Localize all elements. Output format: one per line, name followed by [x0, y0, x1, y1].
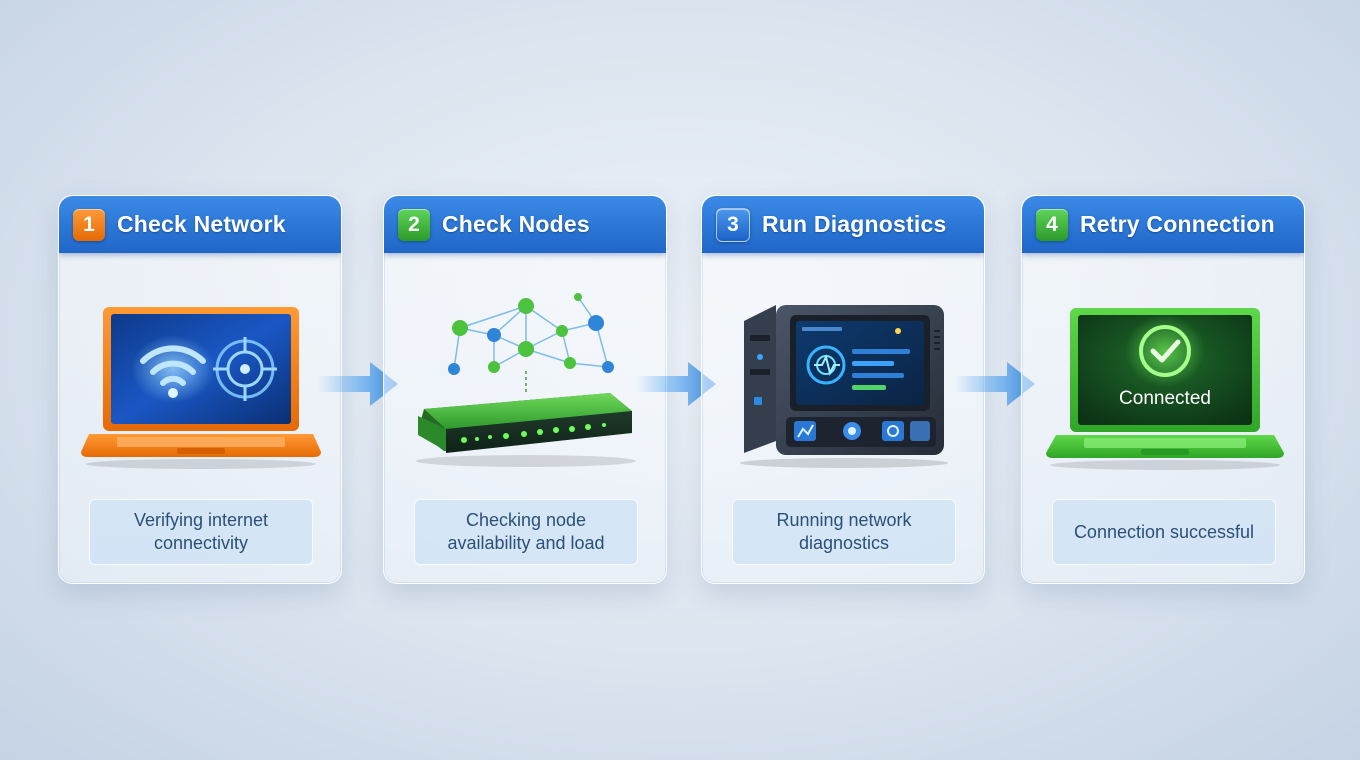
arrow-right-icon — [955, 362, 1035, 406]
step-caption-box: Verifying internet connectivity — [89, 499, 313, 565]
step-card-check-network: 1 Check Network — [58, 195, 342, 584]
arrow-right-icon — [318, 362, 398, 406]
router-nodes-icon — [384, 271, 666, 491]
arrow-right-icon — [636, 362, 716, 406]
step-card-check-nodes: 2 Check Nodes — [383, 195, 667, 584]
step-caption: Connection successful — [1073, 521, 1255, 542]
step-title: Run Diagnostics — [762, 211, 947, 237]
step-title: Check Network — [117, 211, 286, 237]
step-title: Check Nodes — [442, 211, 590, 237]
step-caption: Checking node availability and load — [447, 510, 605, 553]
laptop-wifi-icon — [59, 271, 341, 491]
step-caption: Running network diagnostics — [776, 510, 912, 553]
step-header: 3 Run Diagnostics — [702, 196, 984, 253]
step-header: 1 Check Network — [59, 196, 341, 253]
laptop-check-icon: Connected — [1022, 271, 1304, 491]
step-header: 2 Check Nodes — [384, 196, 666, 253]
step-card-run-diagnostics: 3 Run Diagnostics — [701, 195, 985, 584]
step-number-badge: 3 — [716, 207, 750, 242]
connected-label: Connected — [1119, 388, 1211, 409]
diagnostic-device-icon — [702, 271, 984, 491]
step-number-badge: 4 — [1036, 208, 1068, 241]
step-header: 4 Retry Connection — [1022, 196, 1304, 253]
step-card-retry-connection: 4 Retry Connection — [1021, 195, 1305, 584]
step-number-badge: 1 — [73, 208, 105, 241]
step-caption: Verifying internet connectivity — [133, 510, 269, 553]
step-number-badge: 2 — [398, 208, 430, 241]
step-title: Retry Connection — [1080, 211, 1275, 237]
step-caption-box: Connection successful — [1052, 499, 1276, 565]
step-caption-box: Checking node availability and load — [414, 499, 638, 565]
step-caption-box: Running network diagnostics — [732, 499, 956, 565]
